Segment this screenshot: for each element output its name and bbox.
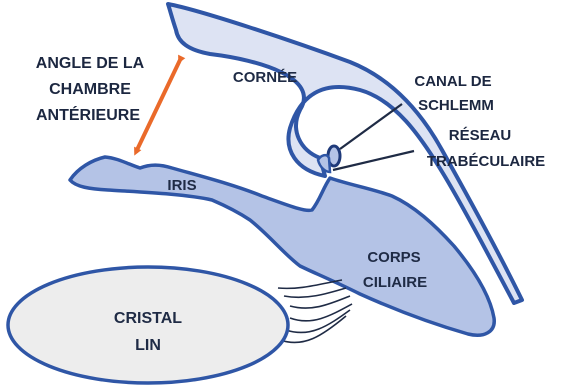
label-iris: IRIS — [167, 177, 196, 194]
anterior-chamber-angle-arrow — [136, 60, 180, 152]
label-trabecular-line1: RÉSEAU — [449, 127, 512, 144]
schlemm-pointer-line — [340, 104, 402, 149]
trabecular-pointer-line — [333, 151, 414, 170]
label-lens-line2: LIN — [135, 337, 161, 354]
label-cornea: CORNÉE — [233, 69, 297, 86]
label-ciliary-line2: CILIAIRE — [363, 274, 427, 291]
label-ciliary-line1: CORPS — [367, 249, 420, 266]
label-lens-line1: CRISTAL — [114, 310, 182, 327]
label-angle-line3: ANTÉRIEURE — [36, 105, 140, 124]
label-schlemm-line1: CANAL DE — [414, 73, 491, 90]
label-angle-line2: CHAMBRE — [49, 81, 131, 98]
label-angle-line1: ANGLE DE LA — [36, 55, 145, 72]
label-trabecular-line2: TRABÉCULAIRE — [427, 153, 545, 170]
label-schlemm-line2: SCHLEMM — [418, 97, 494, 114]
zonule-fibers — [278, 280, 352, 343]
